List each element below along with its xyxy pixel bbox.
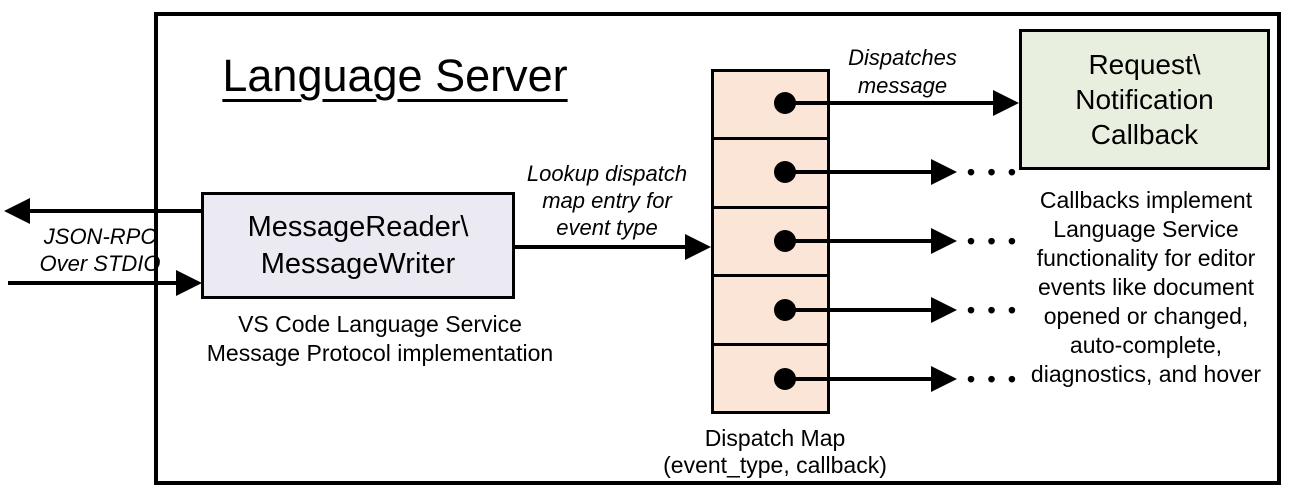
dispatches-label: Dispatches message: [825, 44, 980, 100]
stdio-out-arrowhead-icon: [4, 198, 30, 224]
dispatch-line-3: [785, 239, 933, 243]
dispatch-map-label: Dispatch Map (event_type, callback): [650, 425, 900, 479]
ellipsis-3: • • •: [967, 228, 1019, 254]
dispatch-map-label-line1: Dispatch Map: [704, 425, 846, 451]
dispatch-arrowhead-5-icon: [931, 366, 957, 392]
stdio-out-line: [26, 209, 201, 213]
callback-note-line4: events like document: [1037, 274, 1255, 300]
lookup-arrowhead-icon: [685, 234, 711, 260]
callback-note-line6: auto-complete,: [1069, 332, 1223, 358]
callback-box-line1: Request\: [1088, 49, 1201, 80]
callback-box: Request\ Notification Callback: [1019, 29, 1270, 170]
message-readwrite-line1: MessageReader\: [247, 210, 469, 243]
callback-note-line7: diagnostics, and hover: [1030, 361, 1262, 387]
dispatch-map-cell-3: [714, 209, 827, 278]
dispatch-arrowhead-1-icon: [993, 90, 1019, 116]
callback-box-line2: Notification: [1075, 84, 1214, 115]
message-readwrite-caption: VS Code Language Service Message Protoco…: [200, 310, 560, 368]
lookup-label: Lookup dispatch map entry for event type: [512, 160, 702, 241]
stdio-label-line2: Over STDIO: [39, 251, 161, 276]
reader-caption-line1: VS Code Language Service: [238, 311, 522, 337]
lookup-label-line3: event type: [556, 215, 658, 240]
callback-note: Callbacks implement Language Service fun…: [1000, 186, 1291, 389]
dispatches-label-line2: message: [857, 73, 948, 98]
callback-note-line3: functionality for editor: [1036, 245, 1256, 271]
dispatches-label-line1: Dispatches: [848, 45, 957, 70]
message-readwrite-line2: MessageWriter: [260, 247, 456, 280]
callback-note-line2: Language Service: [1053, 216, 1239, 242]
callback-note-line5: opened or changed,: [1043, 303, 1249, 329]
stdio-in-line: [8, 281, 176, 285]
language-server-boundary: [154, 12, 1281, 485]
dispatch-line-2: [785, 170, 933, 174]
dispatch-map-cell-4: [714, 277, 827, 346]
message-readwrite-box: MessageReader\ MessageWriter: [201, 192, 515, 299]
dispatch-line-4: [785, 308, 933, 312]
dispatch-arrowhead-3-icon: [931, 228, 957, 254]
dispatch-arrowhead-4-icon: [931, 297, 957, 323]
callback-box-line3: Callback: [1090, 119, 1199, 150]
lookup-line: [515, 245, 689, 249]
stdio-label: JSON-RPC Over STDIO: [20, 223, 180, 277]
dispatch-arrowhead-2-icon: [931, 159, 957, 185]
dispatch-map-cell-2: [714, 140, 827, 209]
stdio-label-line1: JSON-RPC: [43, 224, 157, 249]
dispatch-map-cell-1: [714, 72, 827, 141]
dispatch-line-5: [785, 377, 933, 381]
dispatch-line-1: [785, 101, 995, 105]
callback-note-line1: Callbacks implement: [1039, 187, 1253, 213]
ellipsis-2: • • •: [967, 159, 1019, 185]
lookup-label-line1: Lookup dispatch: [526, 161, 688, 186]
ellipsis-4: • • •: [967, 297, 1019, 323]
reader-caption-line2: Message Protocol implementation: [206, 340, 554, 366]
dispatch-map-label-line2: (event_type, callback): [663, 452, 887, 478]
stdio-in-arrowhead-icon: [176, 270, 202, 296]
diagram-title: Language Server: [222, 50, 568, 101]
ellipsis-5: • • •: [967, 366, 1019, 392]
lookup-label-line2: map entry for: [542, 188, 672, 213]
